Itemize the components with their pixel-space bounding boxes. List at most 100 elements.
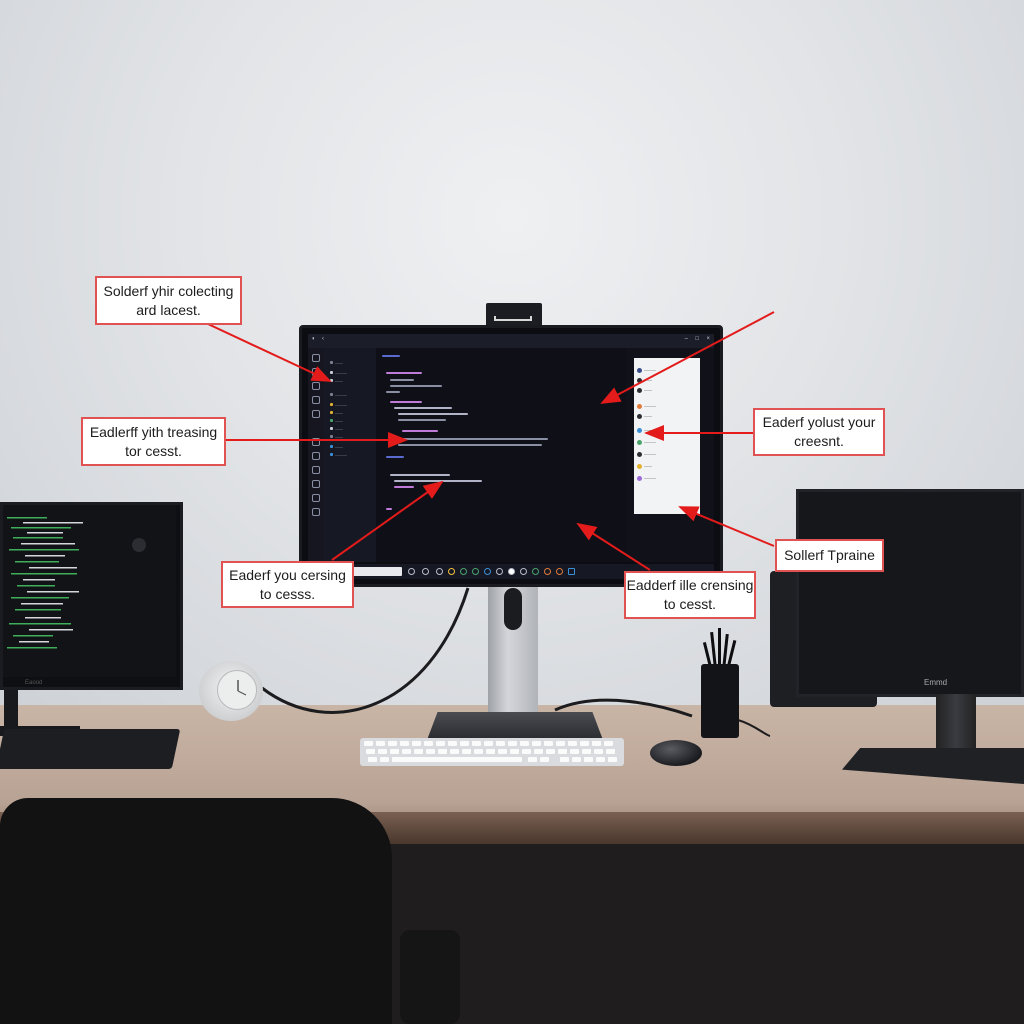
panel-icon — [637, 428, 642, 433]
taskbar-app-icon[interactable] — [544, 568, 551, 575]
taskbar-app-icon[interactable] — [508, 568, 515, 575]
window-titlebar[interactable]: ◐ ‹ – □ × — [308, 334, 714, 348]
right-panel: ——— —— —— ——— —— ——— ——— ——— —— ——— — [634, 358, 700, 514]
panel-icon — [637, 452, 642, 457]
annotation-text-line1: Eaderf you cersing — [229, 566, 346, 583]
annotation-text-line2: tor cesst. — [125, 442, 182, 459]
taskbar-app-icon[interactable] — [484, 568, 491, 575]
panel-item[interactable]: ——— — [644, 427, 656, 432]
sidebar-item[interactable]: ——— — [330, 452, 347, 457]
panel-item[interactable]: ——— — [644, 451, 656, 456]
keyboard-icon — [360, 738, 624, 766]
taskbar-app-icon[interactable] — [460, 568, 467, 575]
code-line — [390, 379, 414, 381]
sidebar-item[interactable]: —— — [330, 360, 343, 365]
annotation-text-line2: to cesst. — [663, 596, 717, 612]
left-keyboard — [0, 729, 181, 769]
code-editor[interactable] — [376, 348, 626, 562]
sidebar-item[interactable]: ——— — [330, 392, 347, 397]
annotation-text-line1: Eaderf yolust your — [762, 414, 876, 430]
panel-item[interactable]: —— — [644, 387, 652, 392]
panel-icon — [637, 378, 642, 383]
source-control-icon[interactable] — [312, 382, 320, 390]
main-monitor: ◐ ‹ – □ × —— ——— —— ——— ——— —— —— — [299, 325, 723, 587]
code-line — [390, 474, 450, 476]
taskbar-app-icon[interactable] — [472, 568, 479, 575]
taskbar-app-icon[interactable] — [568, 568, 575, 575]
debug-icon[interactable] — [312, 396, 320, 404]
annotation-text-line2: to cesss. — [259, 585, 316, 602]
taskbar-app-icon[interactable] — [436, 568, 443, 575]
code-line — [398, 413, 468, 415]
settings-icon[interactable] — [312, 452, 320, 460]
code-line — [386, 372, 422, 374]
gear-icon[interactable] — [312, 508, 320, 516]
tools-icon[interactable] — [312, 494, 320, 502]
sidebar-item[interactable]: —— — [330, 410, 343, 415]
left-monitor: Eaood — [0, 502, 183, 690]
code-line — [398, 438, 548, 440]
layout-icon[interactable] — [312, 480, 320, 488]
panel-item[interactable]: —— — [644, 463, 652, 468]
code-line — [394, 407, 452, 409]
sidebar-item[interactable]: ——— — [330, 402, 347, 407]
taskbar-search[interactable] — [322, 567, 402, 576]
extensions-icon[interactable] — [312, 410, 320, 418]
taskbar-app-icon[interactable] — [520, 568, 527, 575]
sidebar-item[interactable]: —— — [330, 418, 343, 423]
taskbar-app-icon[interactable] — [448, 568, 455, 575]
taskbar-app-icon[interactable] — [556, 568, 563, 575]
terminal-icon[interactable] — [312, 438, 320, 446]
code-line — [386, 508, 392, 510]
annotation-text-line1: Sollerf Tpraine — [784, 547, 875, 563]
pens — [700, 628, 740, 669]
panel-item[interactable]: ——— — [644, 439, 656, 444]
annotation-text-line1: Eadlerff yith treasing — [89, 423, 218, 440]
code-line — [386, 391, 400, 393]
back-icon[interactable]: ‹ — [322, 336, 324, 342]
activity-bar — [308, 348, 324, 562]
panel-item[interactable]: ——— — [644, 367, 656, 372]
left-monitor-screen — [3, 505, 176, 677]
annotation-text-line1: Solderf yhir colecting — [103, 282, 234, 299]
search-icon[interactable] — [312, 368, 320, 376]
code-line — [386, 456, 404, 458]
editor-tab[interactable] — [382, 355, 400, 357]
code-line — [402, 430, 438, 432]
taskbar-app-icon[interactable] — [422, 568, 429, 575]
panel-item[interactable]: —— — [644, 377, 652, 382]
sidebar-item[interactable]: —— — [330, 444, 343, 449]
taskbar-app-icon[interactable] — [408, 568, 415, 575]
panel-icon — [637, 440, 642, 445]
code-line — [398, 419, 446, 421]
explorer-icon[interactable] — [312, 354, 320, 362]
office-chair — [0, 798, 392, 1024]
code-line — [398, 444, 542, 446]
left-monitor-stand — [4, 690, 18, 730]
account-icon[interactable] — [312, 466, 320, 474]
code-line — [390, 385, 442, 387]
sidebar-item[interactable]: —— — [330, 426, 343, 431]
taskbar-app-icon[interactable] — [532, 568, 539, 575]
panel-item[interactable]: ——— — [644, 403, 656, 408]
sidebar-item[interactable]: —— — [330, 378, 343, 383]
maximize-icon[interactable]: □ — [695, 336, 699, 342]
cable-slot — [504, 588, 522, 630]
taskbar-app-icon[interactable] — [496, 568, 503, 575]
app-icon: ◐ — [312, 336, 316, 342]
annotation-callout-3: Eaderf you cersing to cesss. — [221, 561, 354, 608]
close-icon[interactable]: × — [706, 336, 710, 342]
pen-cup-icon — [701, 664, 739, 738]
file-explorer-sidebar: —— ——— —— ——— ——— —— —— —— —— —— ——— — [324, 348, 376, 562]
webcam-icon — [486, 303, 542, 327]
sidebar-item[interactable]: ——— — [330, 370, 347, 375]
sidebar-item[interactable]: —— — [330, 434, 343, 439]
panel-item[interactable]: —— — [644, 413, 652, 418]
left-monitor-code — [7, 517, 146, 649]
right-monitor-brand: Emmd — [924, 678, 948, 687]
annotation-text-line2: creesnt. — [794, 433, 844, 449]
chair-armrest — [400, 930, 460, 1024]
minimize-icon[interactable]: – — [684, 336, 688, 342]
code-line — [394, 480, 482, 482]
panel-item[interactable]: ——— — [644, 475, 656, 480]
